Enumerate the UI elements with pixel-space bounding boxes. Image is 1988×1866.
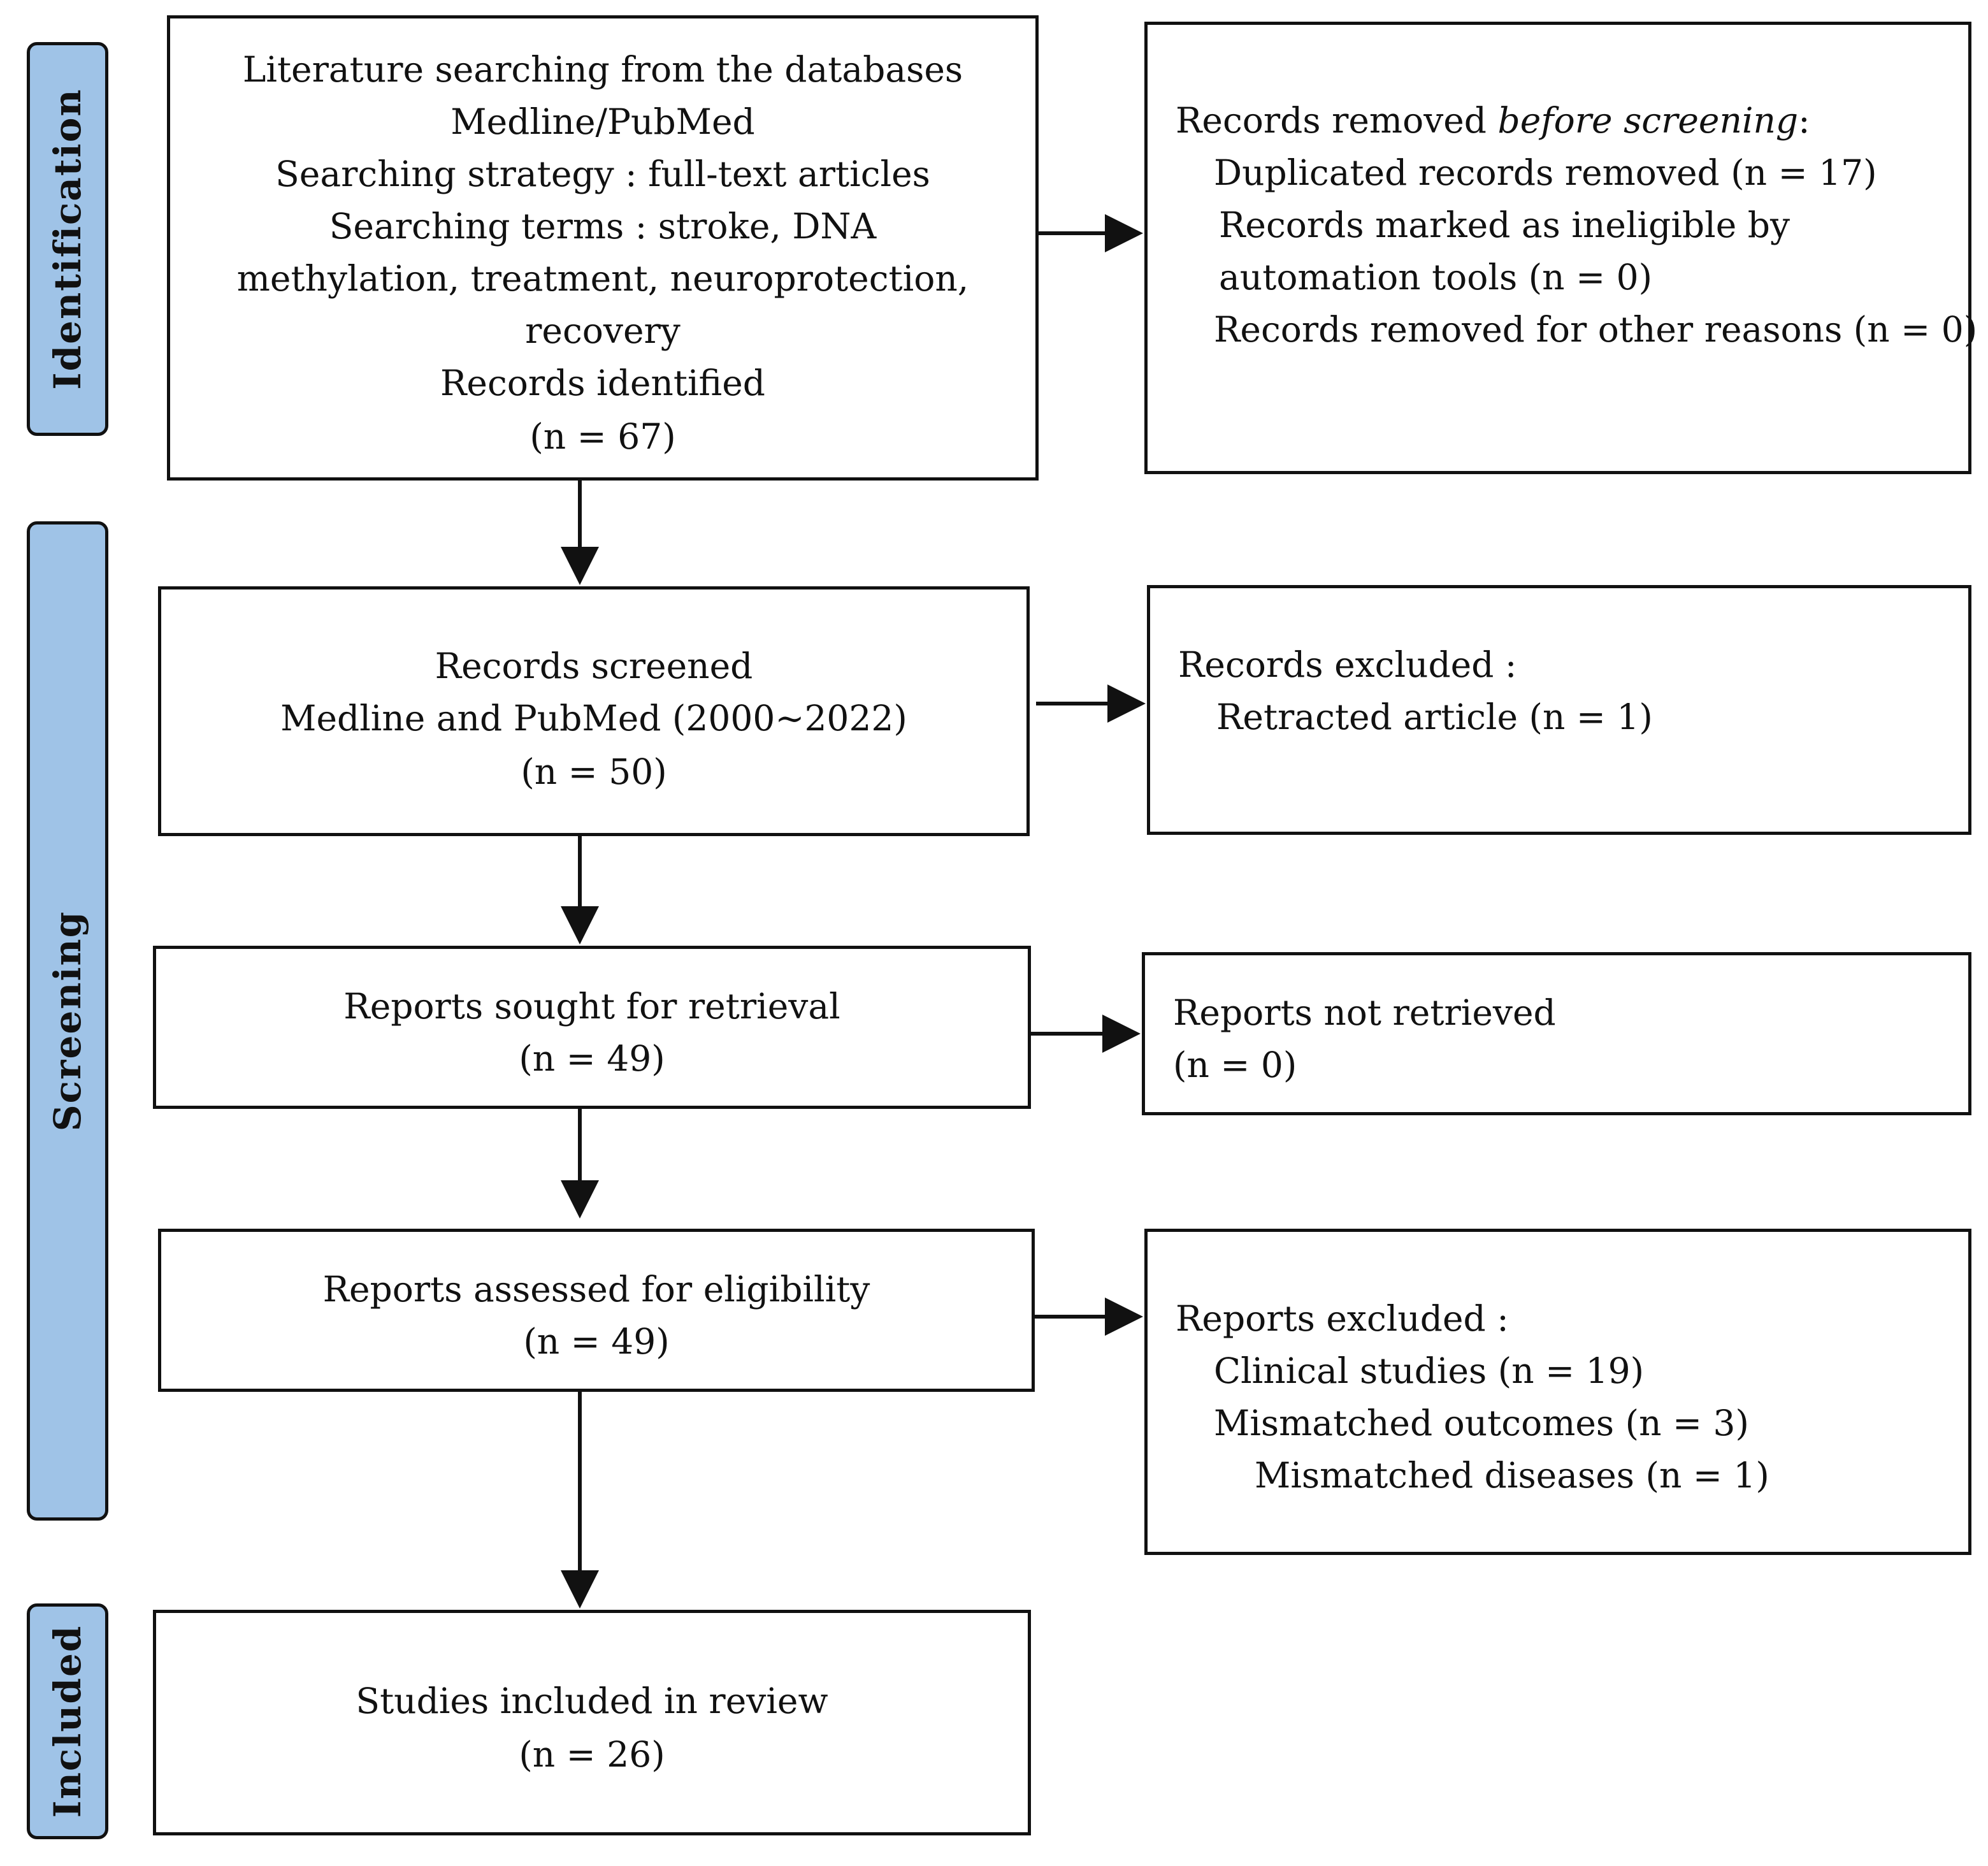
identification-line-5: methylation, treatment, neuroprotection,: [236, 258, 969, 299]
identification-line-7: Records identified: [440, 363, 765, 403]
removed-title: Records removed before screening:: [1176, 94, 1810, 147]
identification-box: Literature searching from the databases …: [167, 15, 1039, 481]
records-screened-box: Records screened Medline and PubMed (200…: [158, 586, 1030, 836]
not-retrieved-title: Reports not retrieved: [1173, 992, 1556, 1033]
reports-sought-box: Reports sought for retrieval (n = 49): [153, 946, 1031, 1109]
duplicated-records-text: Duplicated records removed (n = 17): [1214, 152, 1877, 193]
removed-before-screening-box: Records removed before screening: Duplic…: [1144, 22, 1977, 474]
reports-excluded-box: Reports excluded : Clinical studies (n =…: [1144, 1229, 1971, 1555]
removed-title-italic: before screening: [1497, 100, 1799, 141]
reports-not-retrieved-box: Reports not retrieved (n = 0): [1142, 952, 1971, 1115]
removed-title-prefix: Records removed: [1176, 100, 1498, 141]
assessed-count: (n = 49): [523, 1321, 670, 1362]
ineligible-records-2: automation tools (n = 0): [1219, 257, 1653, 298]
included-count: (n = 26): [519, 1734, 665, 1775]
assessed-title: Reports assessed for eligibility: [322, 1269, 870, 1310]
reports-assessed-box: Reports assessed for eligibility (n = 49…: [158, 1229, 1035, 1392]
identification-line-8: (n = 67): [529, 416, 676, 457]
identification-line-2: Medline/PubMed: [450, 101, 755, 142]
mismatched-diseases: Mismatched diseases (n = 1): [1255, 1455, 1769, 1496]
studies-included-box: Studies included in review (n = 26): [153, 1610, 1031, 1835]
phase-screening: Screening: [27, 521, 108, 1521]
screened-count: (n = 50): [521, 751, 667, 792]
records-excluded-title: Records excluded :: [1178, 644, 1517, 685]
identification-line-4: Searching terms : stroke, DNA: [329, 206, 877, 247]
sought-count: (n = 49): [519, 1038, 665, 1079]
clinical-studies: Clinical studies (n = 19): [1214, 1350, 1645, 1391]
other-removed-records: Records removed for other reasons (n = 0…: [1214, 309, 1978, 350]
removed-title-suffix: :: [1798, 100, 1810, 141]
included-title: Studies included in review: [356, 1681, 828, 1721]
identification-line-1: Literature searching from the databases: [242, 49, 963, 90]
identification-line-6: recovery: [525, 310, 681, 351]
retracted-article: Retracted article (n = 1): [1216, 697, 1653, 737]
not-retrieved-count: (n = 0): [1173, 1045, 1297, 1085]
sought-title: Reports sought for retrieval: [343, 986, 840, 1027]
identification-line-3: Searching strategy : full-text articles: [275, 154, 930, 194]
screened-title: Records screened: [435, 646, 753, 686]
records-excluded-box: Records excluded : Retracted article (n …: [1147, 585, 1971, 835]
ineligible-records-1: Records marked as ineligible by: [1219, 205, 1790, 245]
reports-excluded-title: Reports excluded :: [1176, 1298, 1509, 1339]
screened-source: Medline and PubMed (2000~2022): [280, 698, 907, 739]
phase-included: Included: [27, 1603, 108, 1839]
mismatched-outcomes: Mismatched outcomes (n = 3): [1214, 1403, 1749, 1443]
phase-identification: Identification: [27, 42, 108, 436]
